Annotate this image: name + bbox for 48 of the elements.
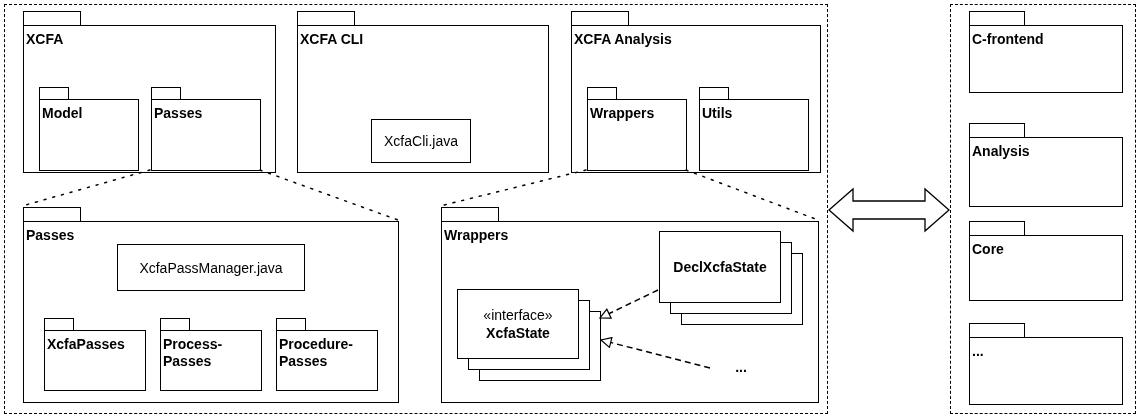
module-boundary (4, 4, 828, 414)
package-folder (571, 11, 821, 173)
package-folder (276, 318, 378, 391)
realization-arrow (599, 289, 659, 319)
package-folder (969, 123, 1123, 207)
package-folder (969, 323, 1123, 405)
class-stack (659, 231, 803, 325)
package-folder (44, 318, 146, 391)
package-folder (23, 207, 399, 403)
package-name: Process- Passes (163, 336, 224, 370)
package-name: Core (972, 241, 1005, 258)
package-folder (699, 87, 809, 171)
package-name: C-frontend (972, 31, 1045, 48)
package-folder (39, 87, 139, 171)
package-name: XCFA CLI (300, 31, 365, 48)
package-folder (160, 318, 262, 391)
package-name: XCFA (26, 31, 65, 48)
package-name: Utils (702, 105, 734, 122)
class-box (117, 244, 305, 291)
package-name: Analysis (972, 143, 1031, 160)
ellipsis-text: ... (734, 359, 748, 375)
package-folder (969, 11, 1123, 93)
package-folder (23, 11, 276, 173)
stereotype-label: «interface» (483, 306, 553, 324)
realization-arrow (600, 337, 711, 369)
class-name: XcfaState (486, 324, 550, 342)
package-folder (441, 207, 819, 403)
module-boundary (950, 4, 1136, 414)
package-name: ... (972, 343, 985, 360)
file-name: XcfaPassManager.java (139, 259, 283, 276)
package-folder (587, 87, 687, 171)
package-folder (969, 221, 1123, 301)
zoom-line (259, 169, 399, 221)
class-name: DeclXcfaState (673, 258, 767, 276)
class-box (371, 119, 471, 163)
file-name: XcfaCli.java (384, 133, 458, 149)
package-name: Wrappers (444, 227, 510, 244)
package-name: Procedure- Passes (279, 336, 354, 370)
package-folder (297, 11, 549, 173)
package-name: XCFA Analysis (574, 31, 673, 48)
class-stack (457, 289, 601, 381)
package-name: Wrappers (590, 105, 656, 122)
package-name: XcfaPasses (47, 336, 126, 353)
package-folder (151, 87, 261, 171)
double-arrow (828, 187, 950, 233)
package-name: Model (42, 105, 84, 122)
package-name: Passes (26, 227, 76, 244)
package-name: Passes (154, 105, 204, 122)
